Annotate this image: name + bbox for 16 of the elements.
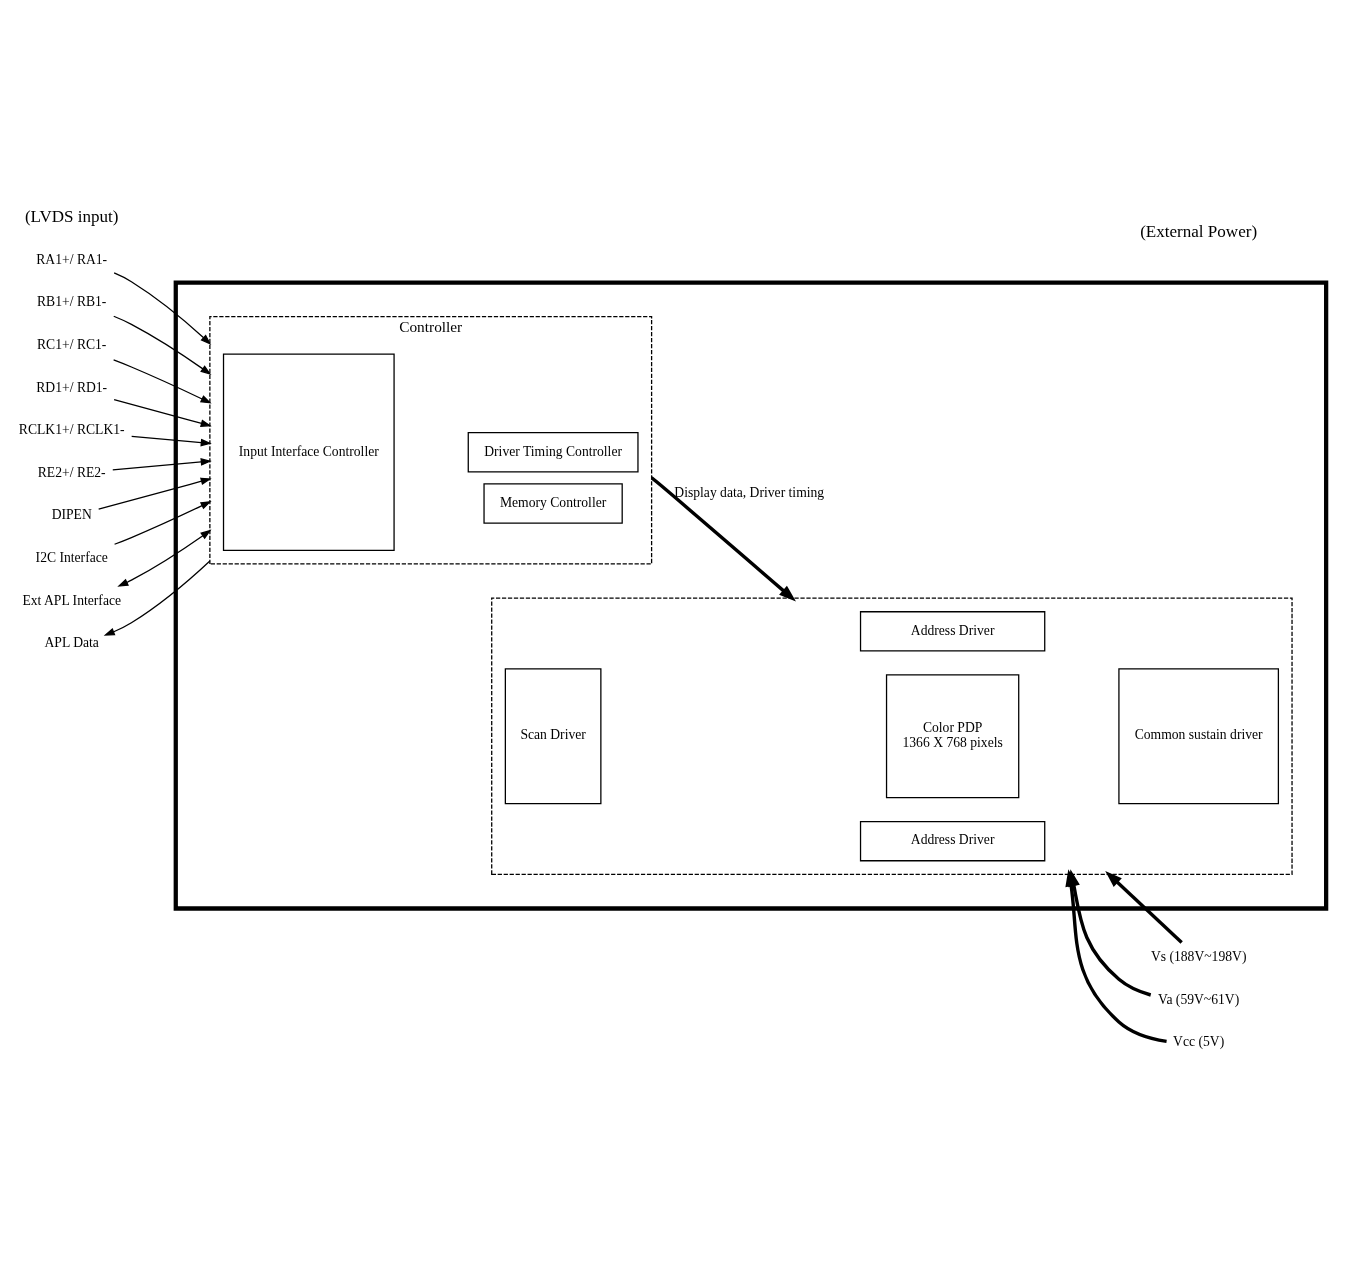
label: (LVDS input): [24, 207, 119, 227]
node-text: APL Data: [44, 635, 99, 651]
node-text: Va (59V~61V): [1158, 991, 1240, 1007]
node-text: RA1+/ RA1-: [36, 251, 108, 267]
node-text: I2C Interface: [35, 550, 108, 566]
node-text: RCLK1+/ RCLK1-: [18, 422, 125, 438]
node-text: RC1+/ RC1-: [37, 336, 107, 352]
node-text: RB1+/ RB1-: [37, 294, 107, 310]
node-text: Vs (188V~198V): [1150, 949, 1247, 965]
node-text: Vcc (5V): [1173, 1034, 1225, 1050]
node-text: Ext APL Interface: [22, 592, 122, 608]
edge-label: Display data, Driver timing: [674, 485, 825, 501]
node-text: RE2+/ RE2-: [37, 464, 106, 480]
node-text: DIPEN: [51, 507, 92, 523]
label: (External Power): [1140, 222, 1258, 242]
node-text: RD1+/ RD1-: [36, 379, 108, 395]
